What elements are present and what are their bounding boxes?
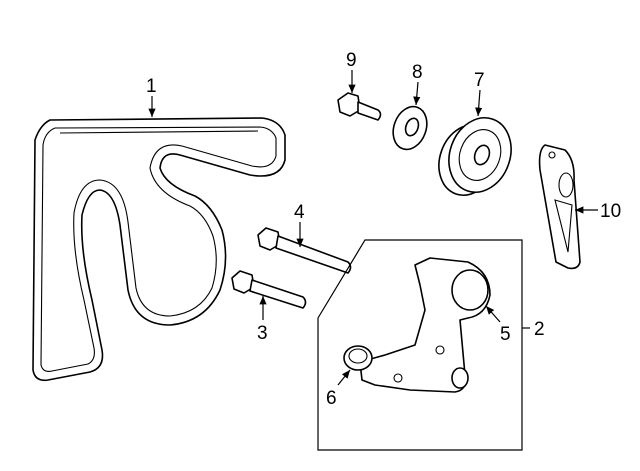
bolt-4[interactable] (257, 227, 352, 274)
leader-5 (485, 305, 501, 323)
callout-8: 8 (412, 62, 423, 83)
callout-10: 10 (600, 201, 621, 222)
callout-7: 7 (474, 70, 485, 91)
leader-7 (475, 89, 483, 117)
leader-8 (413, 81, 421, 106)
bolt-3[interactable] (231, 270, 307, 309)
idler-pulley-7[interactable] (429, 109, 521, 203)
callout-3: 3 (257, 323, 268, 344)
callout-4: 4 (294, 202, 305, 223)
callout-9: 9 (346, 50, 357, 71)
callout-5: 5 (500, 324, 511, 345)
callout-6: 6 (326, 388, 337, 409)
callout-1: 1 (146, 76, 157, 97)
tensioner-arm-5[interactable] (359, 257, 491, 393)
serpentine-belt[interactable] (32, 117, 286, 382)
assembly-box (317, 239, 523, 451)
callout-2: 2 (534, 319, 545, 340)
bolt-9[interactable] (337, 92, 382, 121)
leader-6 (337, 369, 351, 386)
pulley-hub-6[interactable] (343, 345, 373, 371)
bracket-10[interactable] (538, 144, 581, 270)
washer-8[interactable] (387, 102, 432, 154)
